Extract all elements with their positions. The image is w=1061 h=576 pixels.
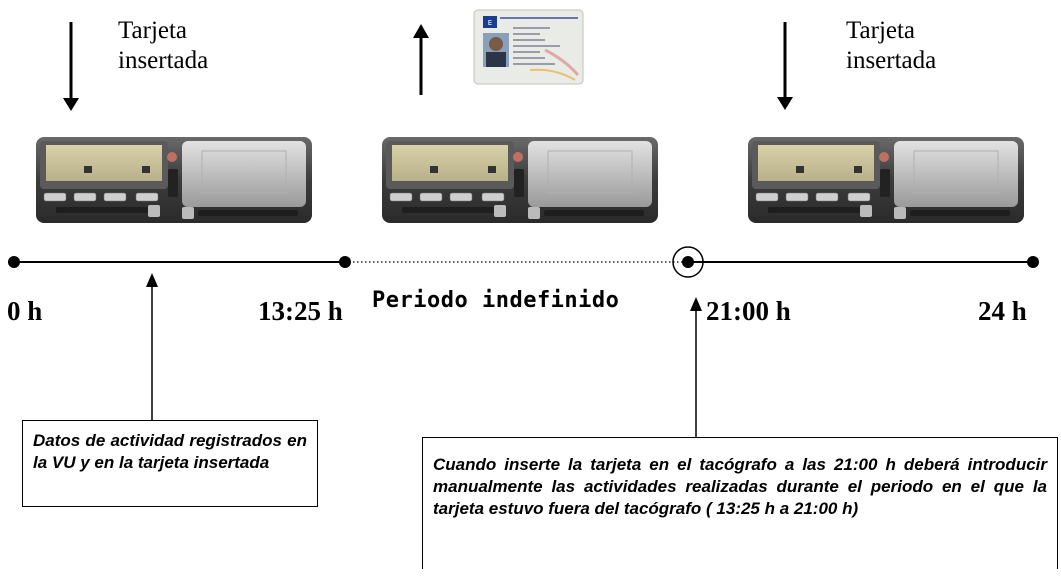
pointer-arrow-left	[146, 273, 158, 420]
up-arrow-middle	[413, 24, 429, 95]
driver-card-image: E	[473, 9, 584, 85]
time-label-1325h: 13:25 h	[258, 296, 343, 326]
box-recorded-activity-text: Datos de actividad registrados en la VU …	[33, 431, 307, 472]
time-label-2100h: 21:00 h	[706, 296, 791, 326]
timeline-ring-2100h	[672, 246, 704, 278]
tachograph-middle	[382, 137, 658, 223]
label-card-inserted-left: Tarjeta insertada	[118, 17, 209, 74]
timeline-dot-1325h	[339, 256, 351, 268]
timeline-dot-24h	[1027, 256, 1039, 268]
period-label: Periodo indefinido	[372, 288, 620, 313]
box-recorded-activity: Datos de actividad registrados en la VU …	[22, 420, 318, 507]
timeline	[8, 246, 1039, 278]
pointer-arrow-right	[690, 297, 702, 437]
down-arrow-left	[63, 22, 79, 111]
timeline-dot-2100h	[682, 256, 694, 268]
box-manual-entry-text: Cuando inserte la tarjeta en el tacógraf…	[433, 455, 1047, 518]
label-card-inserted-right: Tarjeta insertada	[846, 17, 937, 74]
timeline-dot-0h	[8, 256, 20, 268]
box-manual-entry-note: Cuando inserte la tarjeta en el tacógraf…	[422, 437, 1058, 569]
time-label-24h: 24 h	[978, 296, 1027, 326]
tachograph-right	[748, 137, 1024, 223]
down-arrow-right	[777, 22, 793, 110]
time-label-0h: 0 h	[7, 296, 43, 326]
svg-text:E: E	[488, 19, 492, 27]
tachograph-left	[36, 137, 312, 223]
